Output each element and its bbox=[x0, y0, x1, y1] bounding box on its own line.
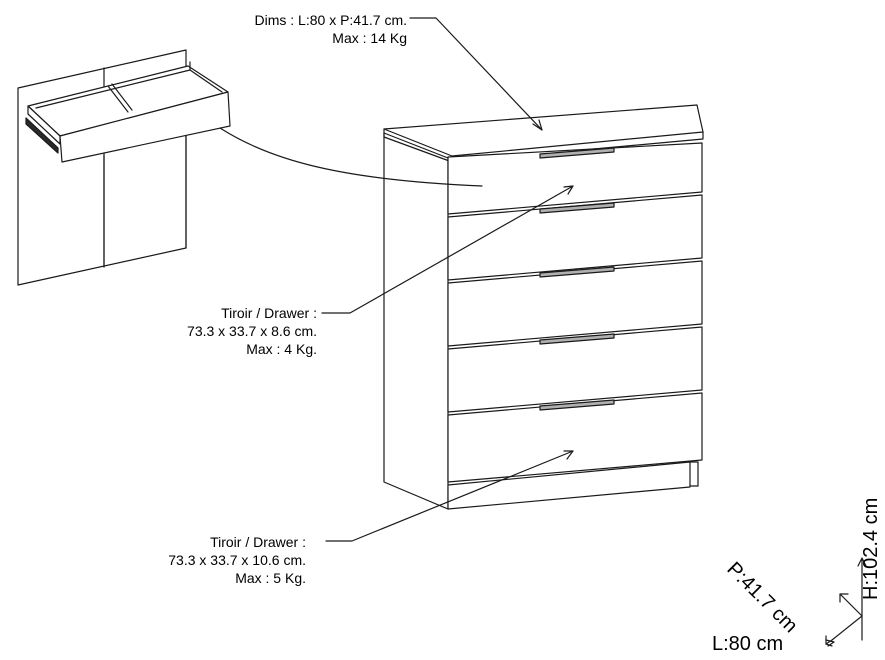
dims-label: Dims : L:80 x P:41.7 cm. Max : 14 Kg bbox=[255, 11, 408, 47]
drawer-large-max: Max : 5 Kg. bbox=[235, 570, 306, 586]
callout-inset-curve bbox=[219, 127, 483, 187]
chest-of-drawers bbox=[383, 104, 704, 510]
drawer-handle-1 bbox=[539, 147, 615, 159]
drawer-small-max: Max : 4 Kg. bbox=[246, 341, 317, 357]
drawer-large-title: Tiroir / Drawer : bbox=[210, 534, 306, 550]
drawer-handle-3 bbox=[539, 266, 615, 278]
callout-lines bbox=[219, 17, 574, 542]
dims-line: Dims : L:80 x P:41.7 cm. bbox=[254, 12, 408, 28]
drawer-front-4 bbox=[447, 326, 703, 413]
axis-indicator bbox=[825, 557, 867, 647]
drawer-detail-inset bbox=[17, 49, 231, 286]
drawer-large-dims: 73.3 x 33.7 x 10.6 cm. bbox=[168, 552, 306, 568]
drawer-small-title: Tiroir / Drawer : bbox=[221, 305, 317, 321]
chest-plinth bbox=[447, 461, 691, 510]
drawer-front-2 bbox=[447, 194, 703, 281]
drawer-front-3 bbox=[447, 260, 703, 347]
drawer-small-dims: 73.3 x 33.7 x 8.6 cm. bbox=[187, 323, 317, 339]
callout-drawer-large-line bbox=[325, 450, 574, 542]
axis-height-label: H:102.4 cm bbox=[860, 497, 882, 600]
axis-width-label: L:80 cm bbox=[712, 633, 784, 655]
drawer-small-label: Tiroir / Drawer : 73.3 x 33.7 x 8.6 cm. … bbox=[187, 304, 317, 358]
max-weight-line: Max : 14 Kg bbox=[332, 30, 407, 46]
chest-side-panel bbox=[383, 132, 449, 510]
drawer-handle-2 bbox=[539, 202, 615, 214]
callout-drawer-small-line bbox=[321, 185, 574, 314]
open-drawer-front bbox=[59, 91, 231, 163]
drawer-front-5 bbox=[447, 392, 703, 483]
drawer-large-label: Tiroir / Drawer : 73.3 x 33.7 x 10.6 cm.… bbox=[168, 533, 306, 587]
callout-top-line bbox=[409, 17, 543, 131]
drawer-handle-5 bbox=[539, 399, 615, 411]
drawer-front-1 bbox=[447, 142, 703, 215]
drawer-handle-4 bbox=[539, 333, 615, 345]
